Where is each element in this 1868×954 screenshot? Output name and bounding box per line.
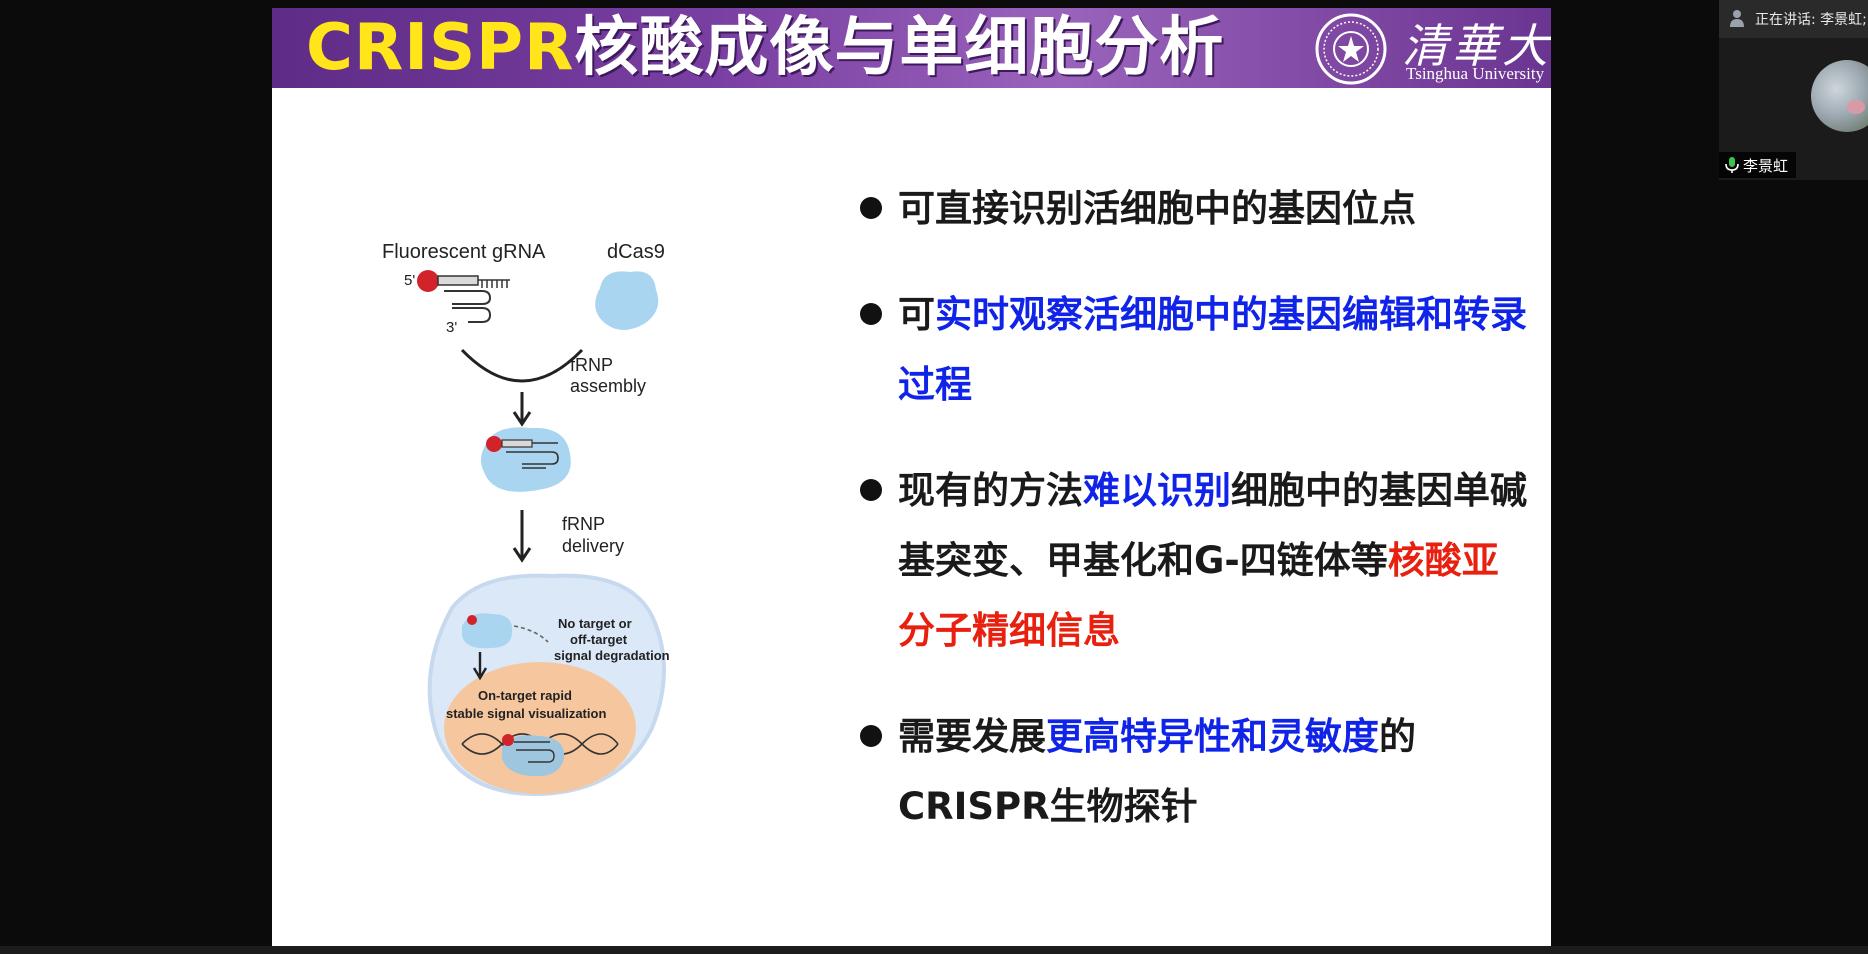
bullet-text: 现有的方法	[898, 469, 1083, 512]
gRNA-label: Fluorescent gRNA	[382, 241, 546, 263]
gRNA-teeth	[478, 279, 510, 288]
rnp-strands	[506, 442, 559, 469]
offtarget-line3: signal degradation	[554, 648, 670, 663]
bullet-item: 需要发展更高特异性和灵敏度的CRISPR生物探针	[852, 702, 1532, 842]
mic-icon	[1725, 157, 1739, 173]
bullet-highlight: 难以识别	[1083, 469, 1231, 512]
bullet-list: 可直接识别活细胞中的基因位点 可实时观察活细胞中的基因编辑和转录过程 现有的方法…	[852, 174, 1532, 878]
speaker-bar: 正在讲话: 李景虹;	[1719, 0, 1868, 38]
offtarget-line2: off-target	[570, 632, 628, 647]
bullet-text: 需要发展	[898, 715, 1046, 758]
bound-fluorophore	[502, 734, 514, 746]
gRNA-hairpin	[444, 290, 492, 323]
bullet-text: 可直接识别活细胞中的基因位点	[898, 187, 1416, 230]
step2-line2: delivery	[562, 536, 624, 556]
speaker-icon	[1730, 10, 1744, 27]
assembly-arrow	[512, 392, 532, 427]
offtarget-fluorophore	[467, 615, 477, 625]
bottom-strip	[0, 946, 1868, 954]
bullet-icon	[860, 725, 882, 747]
title-rest: 核酸成像与单细胞分析	[574, 11, 1225, 85]
rnp-fluorophore	[486, 436, 502, 452]
bullet-highlight: 实时观察活细胞中的基因编辑和转录过程	[898, 293, 1527, 406]
crispr-diagram: Fluorescent gRNA dCas9 5' 3' fRNP assemb…	[382, 241, 670, 797]
participant-video-panel[interactable]: 正在讲话: 李景虹; 李景虹	[1719, 0, 1868, 180]
step1-line2: assembly	[570, 376, 646, 396]
bullet-text: 的CRISPR生物探针	[898, 715, 1416, 828]
slide-header: CRISPR核酸成像与单细胞分析 清華大学 Tsinghua Universit…	[272, 8, 1551, 88]
bullet-text: 细胞中的基因单碱基突变、甲基化和G-四链体等	[898, 469, 1527, 582]
participant-name-tag: 李景虹	[1719, 152, 1797, 178]
three-prime-label: 3'	[446, 319, 457, 336]
five-prime-label: 5'	[404, 272, 415, 289]
speaking-label: 正在讲话: 李景虹;	[1755, 12, 1867, 28]
fluorophore-dot	[417, 270, 439, 292]
delivery-arrow	[512, 510, 532, 563]
participant-name: 李景虹	[1743, 156, 1789, 175]
ontarget-arrow	[472, 652, 488, 681]
university-name-en: Tsinghua University	[1406, 64, 1545, 83]
bullet-item: 可直接识别活细胞中的基因位点	[852, 174, 1532, 244]
offtarget-line1: No target or	[558, 616, 632, 631]
bullet-item: 可实时观察活细胞中的基因编辑和转录过程	[852, 280, 1532, 420]
bound-strands	[514, 741, 555, 763]
dcas9-label: dCas9	[607, 241, 665, 263]
bullet-icon	[860, 197, 882, 219]
bullet-highlight: 更高特异性和灵敏度	[1046, 715, 1379, 758]
dcas9-shape	[595, 271, 659, 330]
title-accent: CRISPR	[306, 11, 575, 85]
bullet-icon	[860, 479, 882, 501]
university-name-cn: 清華大学	[1402, 19, 1551, 73]
assembly-curve	[460, 348, 584, 383]
bullet-highlight-red: 核酸亚分子精细信息	[898, 539, 1499, 652]
gRNA-bar	[437, 275, 479, 286]
bullet-item: 现有的方法难以识别细胞中的基因单碱基突变、甲基化和G-四链体等核酸亚分子精细信息	[852, 456, 1532, 666]
ontarget-line1: On-target rapid	[478, 688, 572, 703]
presentation-slide: CRISPR核酸成像与单细胞分析 清華大学 Tsinghua Universit…	[272, 8, 1551, 946]
step1-line1: fRNP	[570, 355, 613, 375]
slide-title: CRISPR核酸成像与单细胞分析	[306, 12, 1224, 84]
offtarget-dashed-arrow	[513, 625, 549, 643]
rnp-bar	[501, 439, 533, 448]
ontarget-line2: stable signal visualization	[446, 706, 606, 721]
bound-rnp	[502, 735, 565, 777]
bullet-text: 可	[898, 293, 935, 336]
avatar	[1811, 60, 1868, 132]
nucleus	[444, 662, 636, 794]
university-seal-icon	[1315, 13, 1387, 85]
step2-line1: fRNP	[562, 514, 605, 534]
bullet-icon	[860, 303, 882, 325]
